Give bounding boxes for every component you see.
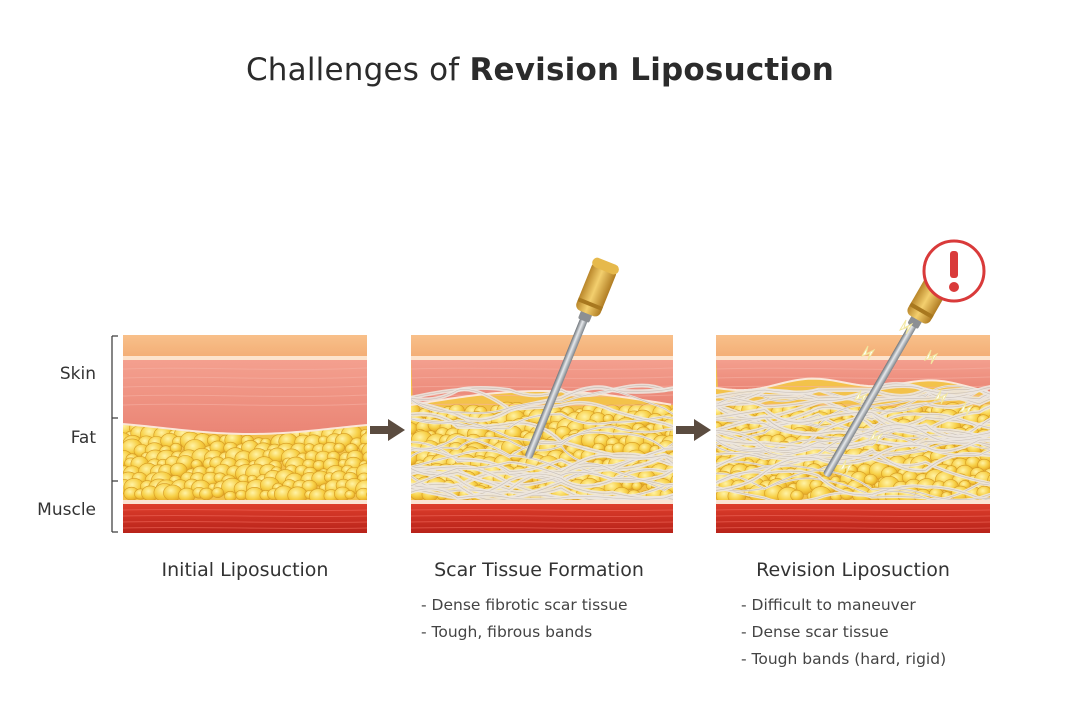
stress-sparks-icon: [838, 319, 974, 475]
cannula-icon: [525, 257, 619, 459]
title-bold: Revision Liposuction: [469, 52, 835, 88]
caption-scar: Scar Tissue Formation: [434, 559, 644, 581]
caption-initial: Initial Liposuction: [161, 559, 329, 581]
panel-revision-tissue: [716, 335, 990, 533]
layer-label-muscle: Muscle: [37, 500, 96, 520]
layer-bracket: [111, 335, 118, 533]
bullet-item: - Dense fibrotic scar tissue: [421, 596, 628, 614]
bullet-item: - Tough, fibrous bands: [421, 623, 593, 641]
bullet-item: - Tough bands (hard, rigid): [741, 650, 947, 668]
bullets-revision: - Difficult to maneuver - Dense scar tis…: [741, 592, 946, 673]
title-prefix: Challenges of: [245, 52, 470, 88]
page-title: Challenges of Revision Liposuction: [0, 52, 1080, 88]
bullets-scar: - Dense fibrotic scar tissue - Tough, fi…: [421, 592, 628, 646]
exclamation-circle-icon: [922, 239, 986, 303]
arrow-right-icon: [370, 419, 405, 441]
caption-revision: Revision Liposuction: [756, 559, 950, 581]
arrow-right-icon: [676, 419, 711, 441]
layer-label-skin: Skin: [59, 364, 96, 384]
panel-scar-tissue: [411, 335, 673, 533]
bullet-item: - Dense scar tissue: [741, 623, 889, 641]
bullet-item: - Difficult to maneuver: [741, 596, 916, 614]
panel-initial-tissue: [123, 335, 367, 533]
layer-label-fat: Fat: [70, 428, 96, 448]
